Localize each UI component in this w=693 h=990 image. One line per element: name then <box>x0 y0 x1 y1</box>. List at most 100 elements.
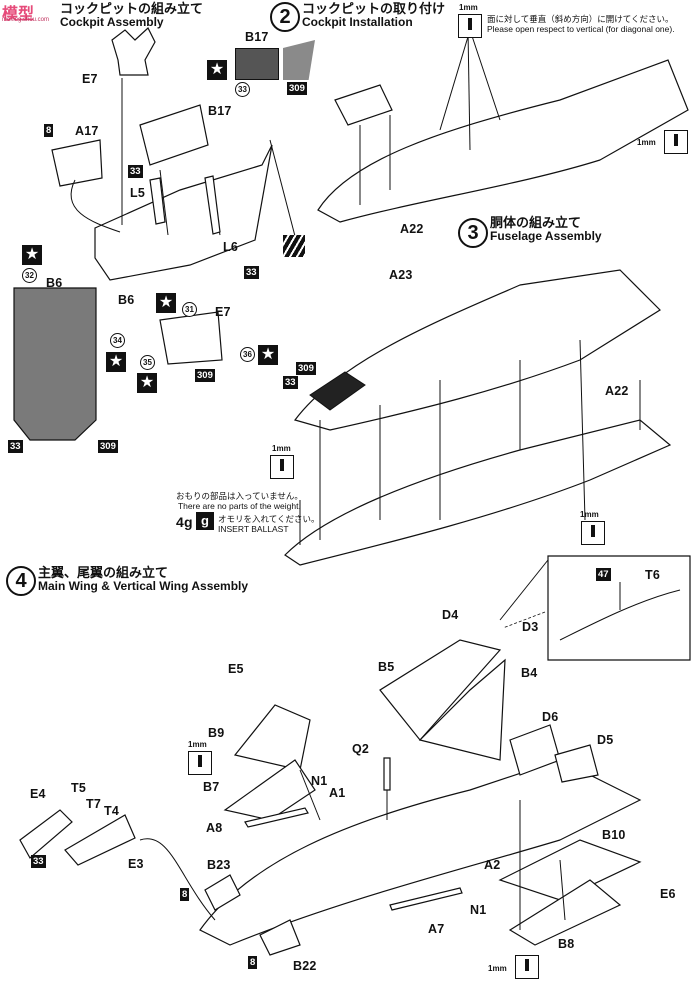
label-l6: L6 <box>223 240 238 254</box>
label-e7-top: E7 <box>82 72 98 86</box>
paint-33-l5: 33 <box>128 165 143 178</box>
drill-bit-icon <box>270 455 294 479</box>
decal-number-33: 33 <box>235 82 250 97</box>
watermark-text: 模型 <box>2 6 35 23</box>
label-b10: B10 <box>602 828 626 842</box>
label-b7: B7 <box>203 780 220 794</box>
star-icon: ★ <box>156 293 176 313</box>
paint-47-t6: 47 <box>596 568 611 581</box>
label-b4: B4 <box>521 666 538 680</box>
decal-number-35: 35 <box>140 355 155 370</box>
stick-l5 <box>149 177 166 225</box>
label-a8: A8 <box>206 821 223 835</box>
decal-b17-panel <box>235 48 279 80</box>
paint-8-a17: 8 <box>44 124 54 137</box>
open-holes-en: Please open respect to vertical (for dia… <box>487 24 675 35</box>
weight-en: There are no parts of the weight. <box>177 501 301 512</box>
open-holes-jp: 面に対して垂直（斜め方向）に開けてください。 <box>487 14 674 24</box>
open-holes-note: 面に対して垂直（斜め方向）に開けてください。 Please open respe… <box>487 14 675 34</box>
decal-number-34: 34 <box>110 333 125 348</box>
label-t7: T7 <box>86 797 101 811</box>
weight-jp: おもりの部品は入っていません。 <box>176 491 303 501</box>
watermark-url: moxing.shou.com <box>2 17 50 23</box>
canopy-opening <box>309 371 366 411</box>
paint-33-l6: 33 <box>244 266 259 279</box>
step2-title: コックピットの取り付け Cockpit Installation <box>302 2 445 28</box>
paint-8-b22: 8 <box>248 956 258 969</box>
star-icon: ★ <box>106 352 126 372</box>
drill-size-s3-right: 1mm <box>580 510 599 519</box>
step4-title-jp: 主翼、尾翼の組み立て <box>38 565 169 580</box>
vertical-tail-b4 <box>418 658 506 761</box>
paint-309-panel: 309 <box>98 440 118 453</box>
label-b22: B22 <box>293 959 317 973</box>
label-t5: T5 <box>71 781 86 795</box>
label-t6: T6 <box>645 568 660 582</box>
label-b5: B5 <box>378 660 395 674</box>
step3-title-en: Fuselage Assembly <box>490 228 602 243</box>
paint-33-panel: 33 <box>8 440 23 453</box>
step4-number: 4 <box>6 566 36 596</box>
wing-b10 <box>498 839 642 901</box>
label-d4: D4 <box>442 608 459 622</box>
step1-title-jp: コックピットの組み立て <box>60 1 204 16</box>
drill-size-s4-bottom: 1mm <box>488 964 507 973</box>
label-b23: B23 <box>207 858 231 872</box>
label-b6-panel: B6 <box>46 276 63 290</box>
paint-309-s3: 309 <box>296 362 316 375</box>
paint-309-e7: 309 <box>195 369 215 382</box>
label-a17: A17 <box>75 124 99 138</box>
label-t4: T4 <box>104 804 119 818</box>
drill-bit-icon <box>458 14 482 38</box>
step2-title-jp: コックピットの取り付け <box>302 1 446 16</box>
watermark: 模型 moxing.shou.com <box>0 0 90 24</box>
label-b9: B9 <box>208 726 225 740</box>
label-e5: E5 <box>228 662 244 676</box>
label-e6: E6 <box>660 887 676 901</box>
drill-size-right: 1mm <box>637 138 656 147</box>
drill-size-s4-left: 1mm <box>188 740 207 749</box>
bracket-e7 <box>111 27 156 76</box>
insert-ballast-note: オモリを入れてください。 INSERT BALLAST <box>218 514 320 534</box>
step4-title: 主翼、尾翼の組み立て Main Wing & Vertical Wing Ass… <box>38 566 248 592</box>
fuselage-s4 <box>199 759 642 946</box>
label-l5: L5 <box>130 186 145 200</box>
paint-33-nose: 33 <box>31 855 46 868</box>
label-d5: D5 <box>597 733 614 747</box>
label-e3: E3 <box>128 857 144 871</box>
drill-size-top: 1mm <box>459 3 478 12</box>
cockpit-in-fuse <box>334 84 393 126</box>
decal-number-36: 36 <box>240 347 255 362</box>
star-icon: ★ <box>22 245 42 265</box>
step1-title: コックピットの組み立て Cockpit Assembly <box>60 2 203 28</box>
label-a7: A7 <box>428 922 445 936</box>
drill-bit-icon <box>515 955 539 979</box>
step2-number: 2 <box>270 2 300 32</box>
weight-value: 4g <box>176 514 193 530</box>
drill-bit-icon <box>664 130 688 154</box>
paint-8-b23: 8 <box>180 888 190 901</box>
nozzle-b23 <box>204 874 241 911</box>
star-icon: ★ <box>207 60 227 80</box>
stripes-icon <box>283 235 305 257</box>
rod-a7 <box>389 887 463 911</box>
label-e4: E4 <box>30 787 46 801</box>
probe-q2 <box>383 757 391 791</box>
step4-title-en: Main Wing & Vertical Wing Assembly <box>38 578 249 593</box>
lower-fuselage-a22-s3 <box>284 419 672 566</box>
lower-fuselage-a22 <box>317 59 689 223</box>
label-b17: B17 <box>208 104 232 118</box>
label-q2: Q2 <box>352 742 370 756</box>
star-icon: ★ <box>258 345 278 365</box>
drill-size-s3-left: 1mm <box>272 444 291 453</box>
insert-en: INSERT BALLAST <box>218 524 289 535</box>
label-n1-top: N1 <box>311 774 328 788</box>
label-b17-decal: B17 <box>245 30 269 44</box>
rod-a8 <box>244 807 309 828</box>
cockpit-panel-b17 <box>139 104 209 166</box>
label-a22-s2: A22 <box>400 222 424 236</box>
upper-fuselage-a23 <box>293 269 661 431</box>
wing-b9 <box>233 704 311 771</box>
label-d3: D3 <box>522 620 539 634</box>
